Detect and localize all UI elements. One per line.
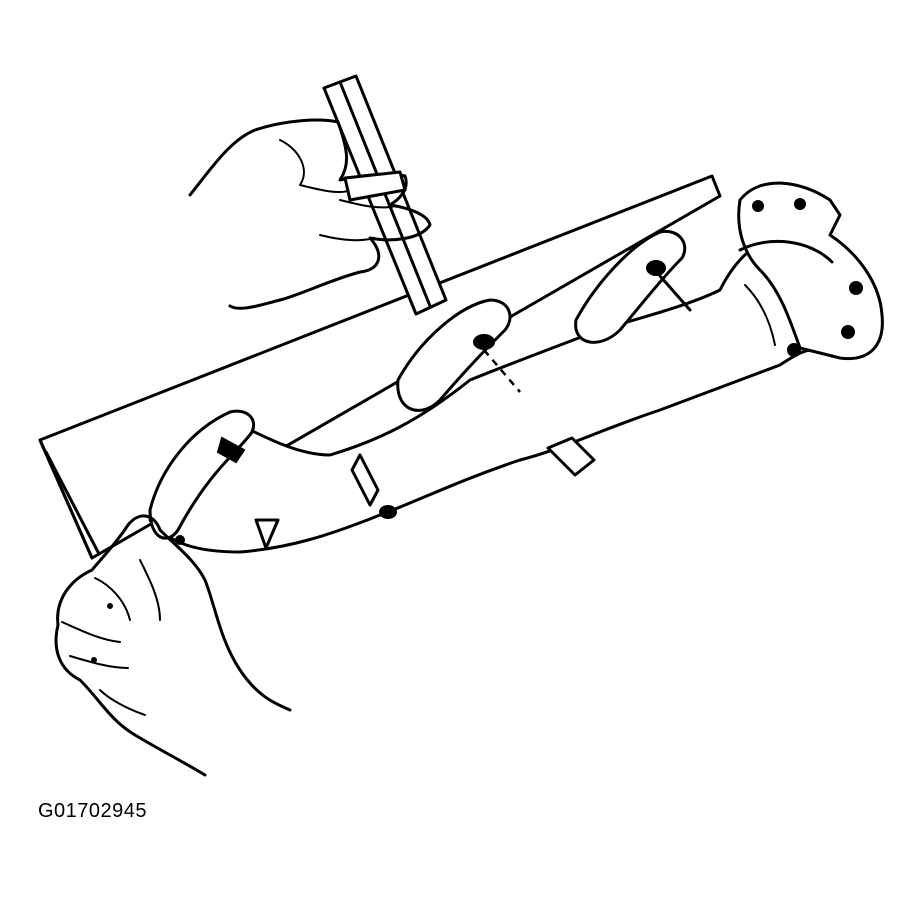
lower-hand [54, 514, 292, 777]
figure-code-label: G01702945 [38, 800, 148, 822]
upper-hand [188, 118, 432, 310]
exhaust-manifold [148, 181, 884, 554]
